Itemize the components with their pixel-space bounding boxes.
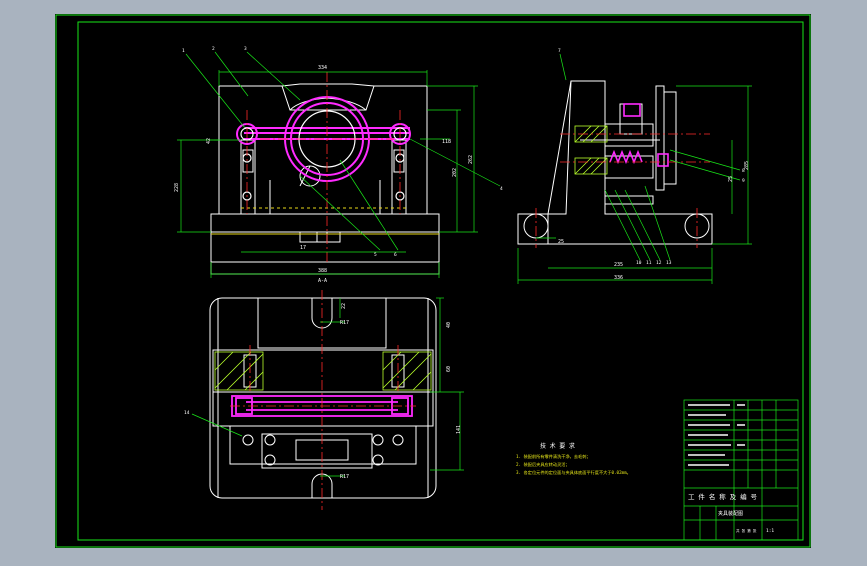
- title-block-scale: 1:1: [766, 528, 774, 534]
- dim-side-base: 235: [614, 262, 623, 268]
- dim-side-height: 285: [744, 161, 750, 170]
- dim-left-height: 228: [174, 183, 180, 192]
- inner-frame: [77, 21, 804, 541]
- dim-base-width: 388: [318, 268, 327, 274]
- dim-plan-slot: R17: [340, 320, 349, 326]
- title-block-title: 夹具装配图: [718, 510, 743, 517]
- plan-dimensions: [191, 297, 464, 477]
- dim-plan-mid: 60: [446, 366, 452, 372]
- dim-side-base2: 336: [614, 275, 623, 281]
- title-block-sheet: 共 张 第 张: [736, 528, 757, 533]
- dim-side-small: 25: [558, 239, 564, 245]
- balloon-9: 9: [742, 178, 745, 184]
- balloon-8: 8: [742, 168, 745, 174]
- balloon-13: 13: [666, 260, 672, 266]
- dim-total-height: 262: [468, 155, 474, 164]
- plan-centerlines: [230, 290, 416, 510]
- plan-hatch: [214, 351, 432, 391]
- balloon-5: 5: [374, 252, 377, 258]
- note-1: 1. 装配前所有零件清洗干净，去毛刺；: [516, 453, 591, 460]
- balloon-3: 3: [244, 46, 247, 52]
- balloon-7: 7: [558, 48, 561, 54]
- balloon-10: 10: [636, 260, 642, 266]
- balloon-14: 14: [184, 410, 190, 416]
- title-block-product: 工 件 名 称 及 编 号: [688, 492, 757, 501]
- front-dimensions: [177, 51, 501, 278]
- outer-frame: [55, 14, 811, 548]
- side-view: [517, 80, 713, 245]
- dim-top-width: 334: [318, 65, 327, 71]
- front-centerlines: [246, 72, 401, 262]
- dim-plan-slot2: R17: [340, 474, 349, 480]
- balloon-11: 11: [646, 260, 652, 266]
- title-block-fill: [688, 404, 745, 466]
- front-hidden-lines: [211, 207, 439, 235]
- side-dimensions: [517, 53, 752, 284]
- dim-plan-h: 141: [456, 425, 462, 434]
- dim-hole: 17: [300, 245, 306, 251]
- balloon-4: 4: [500, 186, 503, 192]
- notes-heading: 技 术 要 求: [540, 442, 575, 450]
- dim-ctr: 118: [442, 139, 451, 145]
- title-block: [683, 399, 799, 541]
- balloon-6: 6: [394, 252, 397, 258]
- note-3: 3. 各定位元件的定位面与夹具体底面平行度不大于0.02mm。: [516, 469, 631, 476]
- side-centerlines: [535, 133, 710, 248]
- dim-plan-small: 22: [341, 303, 347, 309]
- balloon-1: 1: [182, 48, 185, 54]
- dim-plan-top: 40: [446, 322, 452, 328]
- drawing-sheet: [55, 14, 811, 548]
- note-2: 2. 装配后夹具应转动灵活；: [516, 461, 570, 468]
- side-spring: [609, 103, 669, 167]
- dim-right-height: 202: [452, 168, 458, 177]
- dim-side-small3: 25: [728, 176, 734, 182]
- dim-left-small: 42: [206, 138, 212, 144]
- section-label: A-A: [318, 278, 327, 284]
- balloon-2: 2: [212, 46, 215, 52]
- balloon-12: 12: [656, 260, 662, 266]
